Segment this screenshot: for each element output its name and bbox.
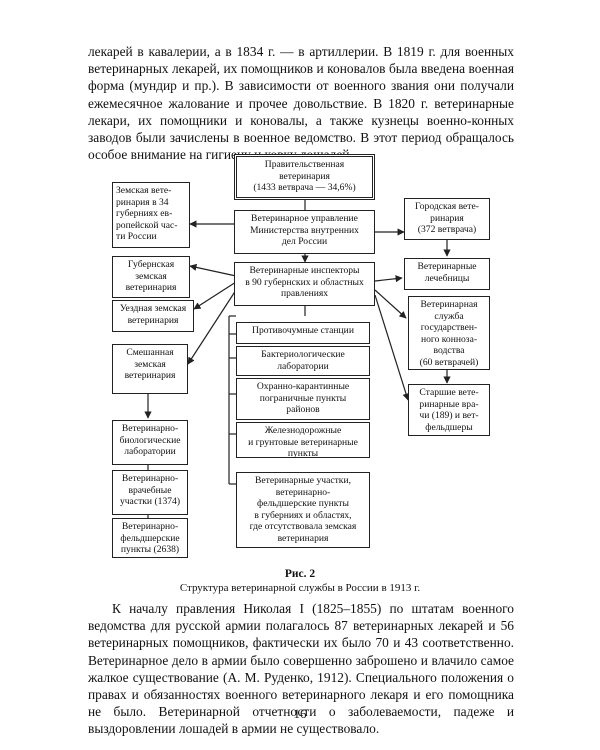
box-quarantine-points: Охранно-карантинные пограничные пункты р… bbox=[236, 378, 370, 420]
box-uezd-zemstvo: Уездная земская ветеринария bbox=[112, 300, 194, 332]
box-bio-labs: Ветеринарно- биологические лаборатории bbox=[112, 420, 188, 465]
box-mixed-zemstvo: Смешанная земская ветеринария bbox=[112, 344, 188, 394]
page-number: 16 bbox=[293, 706, 307, 721]
box-gubernia-zemstvo: Губернская земская ветеринария bbox=[112, 256, 190, 298]
box-vet-clinics: Ветеринарные лечебницы bbox=[404, 258, 490, 290]
box-railway-points: Железнодорожные и грунтовые ветеринарные… bbox=[236, 422, 370, 459]
box-senior-vets: Старшие вете- ринарные вра- чи (189) и в… bbox=[408, 384, 490, 436]
box-anti-plague-stations: Противочумные станции bbox=[236, 322, 370, 344]
box-government-veterinary: Правительственная ветеринария (1433 ветв… bbox=[234, 154, 375, 200]
box-veterinary-inspectors: Ветеринарные инспекторы в 90 губернских … bbox=[234, 262, 375, 306]
box-city-veterinary: Городская вете- ринария (372 ветврача) bbox=[404, 198, 490, 240]
paragraph-top: лекарей в кавалерии, а в 1834 г. — в арт… bbox=[88, 44, 514, 163]
figure-title: Рис. 2 bbox=[284, 568, 316, 580]
box-bacteriological-labs: Бактериологические лаборатории bbox=[236, 346, 370, 376]
box-zemstvo-veterinary: Земская вете- ринария в 34 губерниях ев-… bbox=[112, 182, 190, 248]
figure-caption: Структура ветеринарной службы в России в… bbox=[179, 582, 421, 594]
box-feldsher-points: Ветеринарно- фельдшерские пункты (2638) bbox=[112, 518, 188, 558]
box-state-stud-service: Ветеринарная служба государствен- ного к… bbox=[408, 296, 490, 370]
paragraph-bottom: К началу правления Николая I (1825–1855)… bbox=[88, 601, 514, 737]
box-veterinary-department: Ветеринарное управление Министерства вну… bbox=[234, 210, 375, 254]
box-vet-districts: Ветеринарные участки, ветеринарно- фельд… bbox=[236, 472, 370, 548]
box-vet-medical-stations: Ветеринарно- врачебные участки (1374) bbox=[112, 470, 188, 515]
